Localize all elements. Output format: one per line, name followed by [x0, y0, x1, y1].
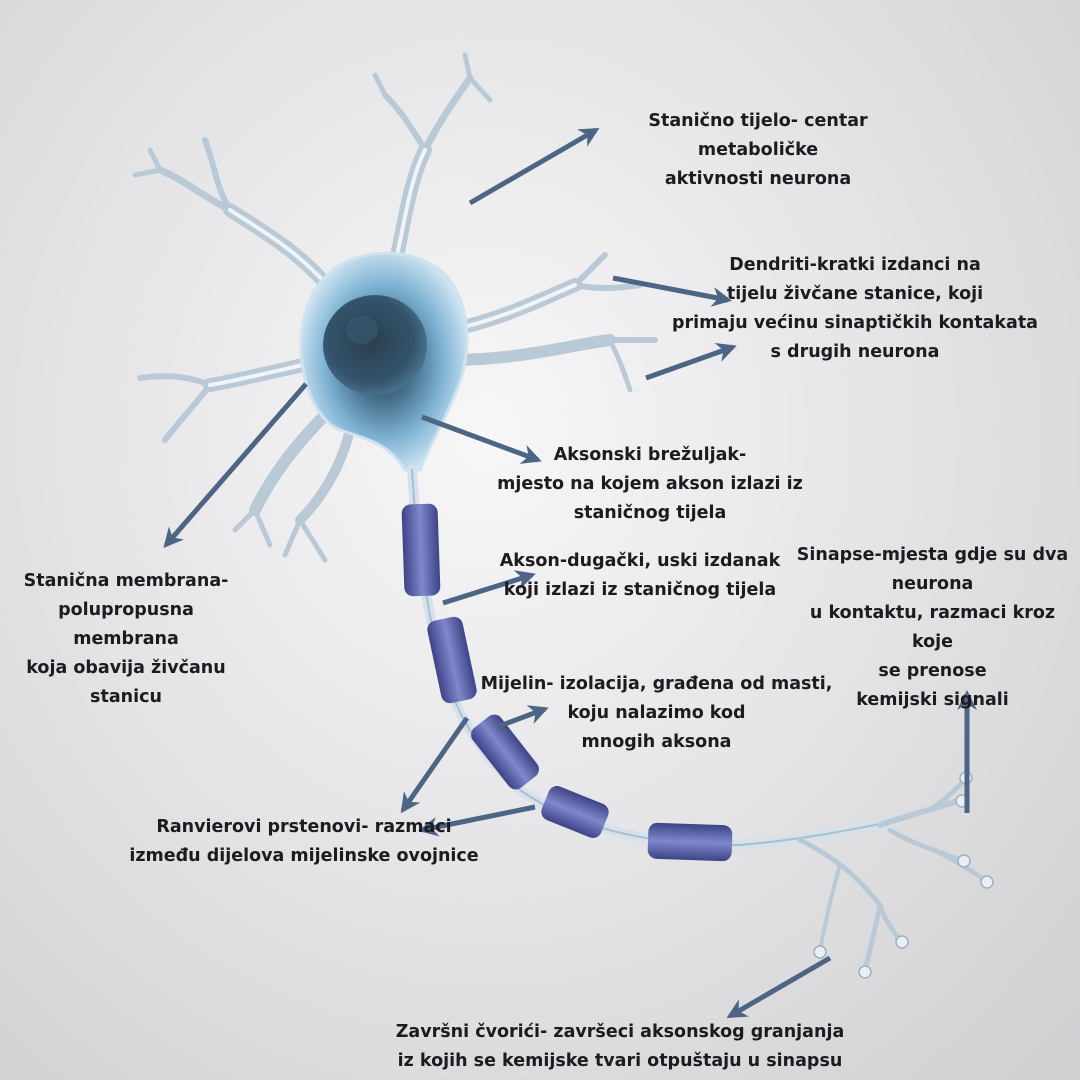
- arrows: [163, 127, 977, 1019]
- label-myelin: Mijelin- izolacija, građena od masti, ko…: [480, 674, 833, 752]
- label-axon: Akson-dugački, uski izdanak koji izlazi …: [499, 551, 781, 600]
- axon-terminals: [797, 771, 994, 979]
- label-synapse: Sinapse-mjesta gdje su dva neurona u kon…: [796, 545, 1069, 710]
- myelin-segment: [541, 786, 609, 838]
- arrow-dendrites-2: [645, 342, 737, 381]
- myelin-segment: [427, 616, 477, 704]
- myelin-sheath: [401, 503, 733, 862]
- arrow-dendrites-1: [612, 275, 732, 307]
- arrow-myelin: [496, 705, 549, 730]
- arrow-ranvier-1: [400, 716, 470, 814]
- nucleus: [323, 295, 427, 395]
- cell-body: [299, 251, 469, 472]
- label-dendrites: Dendriti-kratki izdanci na tijelu živčan…: [672, 255, 1038, 362]
- label-terminals: Završni čvorići- završeci aksonskog gran…: [395, 1022, 845, 1071]
- arrow-terminals: [726, 955, 832, 1019]
- arrow-axon: [442, 570, 536, 606]
- label-cell-body: Stanično tijelo- centar metaboličke akti…: [648, 111, 868, 189]
- arrow-cell-membrane: [163, 382, 308, 549]
- myelin-segment: [401, 503, 441, 597]
- label-cell-membrane: Stanična membrana- polupropusna membrana…: [23, 571, 229, 707]
- myelin-segment: [471, 714, 539, 790]
- arrow-axon-hillock: [421, 414, 542, 464]
- label-axon-hillock: Aksonski brežuljak- mjesto na kojem akso…: [497, 445, 803, 523]
- arrow-ranvier-2: [418, 804, 536, 837]
- myelin-segment: [647, 822, 733, 862]
- arrow-cell-body: [468, 127, 600, 206]
- label-ranvier: Ranvierovi prstenovi- razmaci između dij…: [129, 817, 479, 866]
